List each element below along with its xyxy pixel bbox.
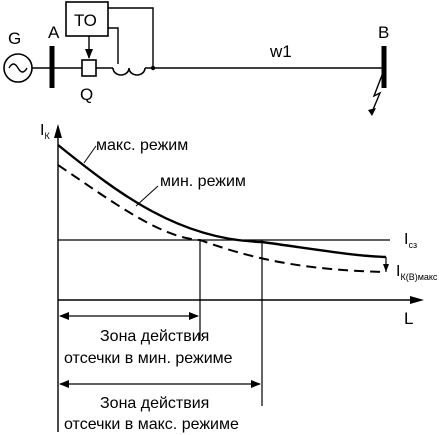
circuit: G A Q w1 ТО B — [3, 1, 389, 116]
fault-current-arrow — [383, 264, 389, 272]
ct-wire-outer — [108, 7, 154, 68]
x-axis-label: L — [404, 309, 413, 328]
bus-b-label: B — [378, 23, 389, 42]
generator-label: G — [8, 29, 21, 48]
ct-wire-inner — [108, 27, 119, 64]
curve-min-leader — [135, 185, 159, 207]
zone-min-line2: отсечки в мин. режиме — [64, 350, 233, 367]
zone-max-line1: Зона действия — [100, 395, 209, 412]
breaker-label: Q — [80, 85, 93, 104]
line-label: w1 — [269, 42, 292, 61]
curve-max-label: макс. режим — [96, 137, 188, 154]
setting-current-label: Iсз — [404, 231, 417, 250]
protection-relay-box — [65, 1, 109, 37]
zone-max-line2: отсечки в макс. режиме — [64, 416, 239, 433]
fault-lightning-icon — [368, 69, 385, 116]
current-transformer-symbol — [112, 67, 146, 76]
x-axis-arrow — [410, 296, 424, 304]
protection-label: ТО — [74, 11, 97, 30]
graph: IК L Iсз макс. режим мин. режим IК(В)мак… — [40, 122, 438, 433]
generator-symbol — [3, 53, 33, 83]
curve-max-mode — [57, 144, 387, 259]
bus-a-label: A — [48, 23, 60, 42]
curve-max-leader — [83, 145, 97, 164]
y-axis-arrow — [54, 124, 62, 138]
fault-current-label: IК(В)макс — [396, 263, 438, 282]
curve-min-label: мин. режим — [160, 173, 246, 190]
breaker-symbol — [81, 59, 97, 77]
zone-min-line1: Зона действия — [100, 328, 209, 345]
y-axis-label: IК — [40, 122, 50, 141]
